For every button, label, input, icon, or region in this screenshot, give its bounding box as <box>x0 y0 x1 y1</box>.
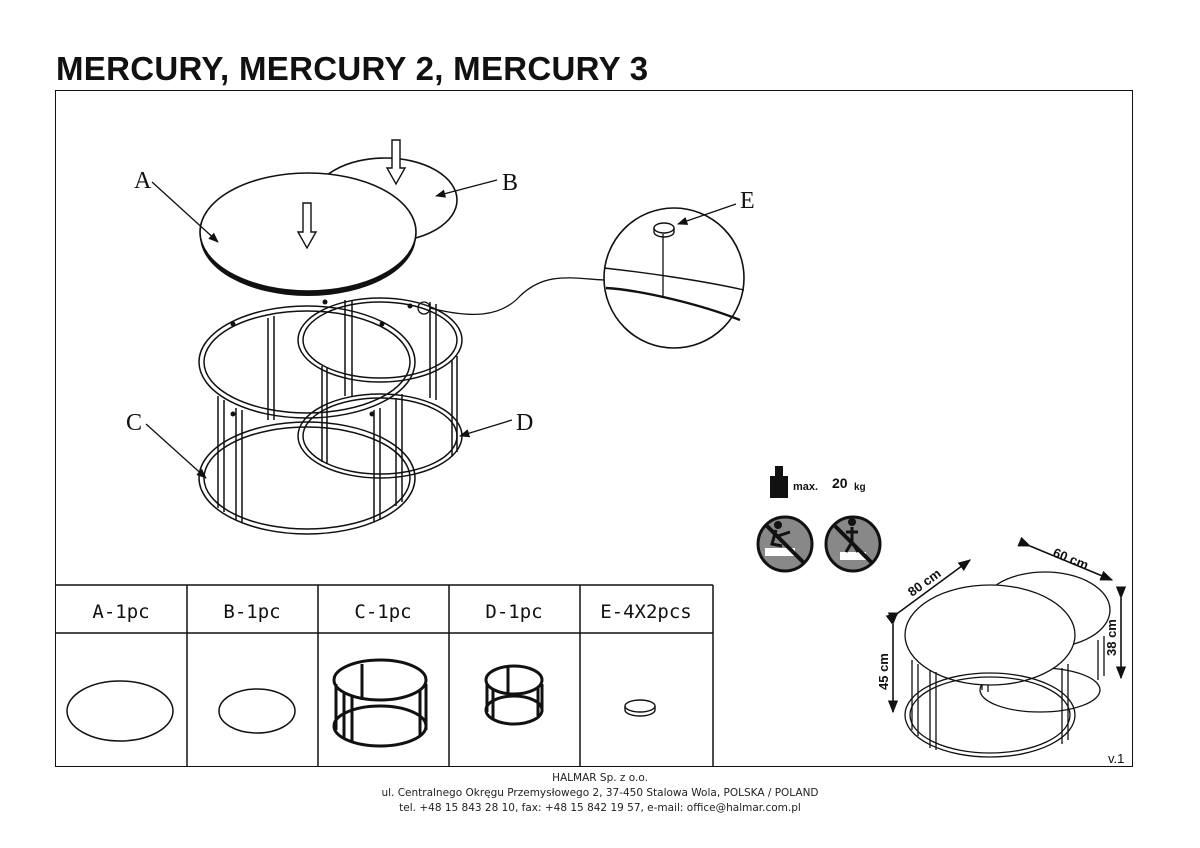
label-b: B <box>502 170 518 196</box>
pin-markers <box>230 299 413 417</box>
parts-header-c: C-1pc <box>354 601 411 623</box>
down-arrow-icon <box>385 139 407 186</box>
part-d-drawing <box>484 664 544 726</box>
drawing-frame <box>55 90 1133 767</box>
label-e: E <box>740 188 755 214</box>
parts-header-a: A-1pc <box>92 601 149 623</box>
page-title: MERCURY, MERCURY 2, MERCURY 3 <box>56 50 649 87</box>
label-d: D <box>516 410 533 436</box>
dim-height-small: 38 cm <box>1104 619 1119 656</box>
parts-table <box>55 584 714 767</box>
part-e-drawing <box>624 699 656 717</box>
frame-c <box>198 305 416 535</box>
footer-address: ul. Centralnego Okręgu Przemysłowego 2, … <box>381 787 819 799</box>
max-load-value: 20 <box>832 475 848 491</box>
footer-contact: tel. +48 15 843 28 10, fax: +48 15 842 1… <box>399 802 801 814</box>
no-climbing-icon <box>756 515 814 573</box>
max-load-unit: kg <box>854 482 866 493</box>
no-standing-icon <box>824 515 882 573</box>
parts-header-d: D-1pc <box>485 601 542 623</box>
dim-height-large: 45 cm <box>876 653 891 690</box>
down-arrow-icon <box>296 202 318 250</box>
part-b-drawing <box>218 688 296 734</box>
label-a: A <box>134 168 152 194</box>
parts-header-e: E-4X2pcs <box>600 601 692 623</box>
part-c-drawing <box>332 658 428 748</box>
part-a-drawing <box>66 680 174 742</box>
version-label: v.1 <box>1108 751 1125 766</box>
footer-company: HALMAR Sp. z o.o. <box>552 772 648 784</box>
parts-header-b: B-1pc <box>223 601 280 623</box>
dimension-sketch <box>904 571 1111 758</box>
detail-circle <box>603 207 745 349</box>
dim-top-small: 60 cm <box>1051 545 1091 573</box>
weight-icon <box>770 466 788 498</box>
label-c: C <box>126 410 142 436</box>
max-label: max. <box>793 481 818 493</box>
